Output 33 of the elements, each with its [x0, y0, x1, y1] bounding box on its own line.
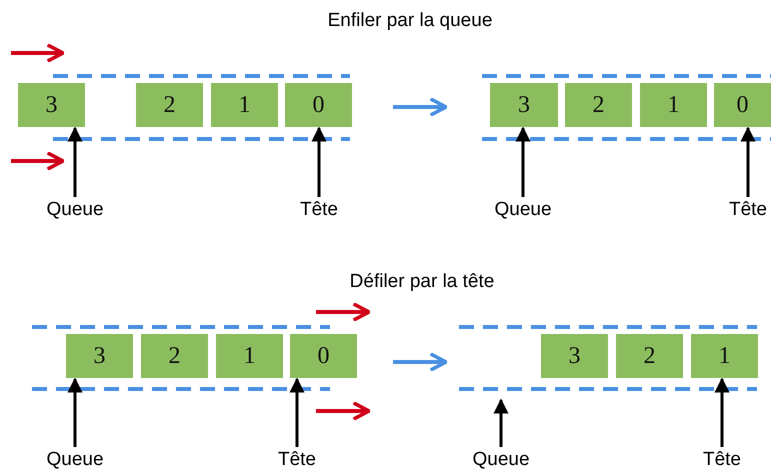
pointer-arrow — [290, 378, 304, 447]
queue-element: 1 — [691, 334, 758, 378]
queue-element: 3 — [541, 334, 608, 378]
queue-element: 2 — [616, 334, 683, 378]
pointer-label: Queue — [488, 199, 558, 221]
pointer-arrow — [68, 126, 82, 197]
queue-element: 0 — [290, 334, 357, 378]
queue-element: 1 — [211, 83, 278, 127]
queue-element: 0 — [714, 83, 771, 127]
queue-element: 2 — [136, 83, 203, 127]
heading: Défiler par la tête — [350, 271, 494, 293]
queue-element: 1 — [216, 334, 283, 378]
pointer-arrow — [494, 398, 508, 447]
pointer-arrow — [740, 126, 756, 197]
pointer-arrow — [714, 378, 730, 447]
pointer-label: Queue — [40, 199, 110, 221]
pointer-label: Tête — [275, 449, 319, 470]
queue-element: 3 — [66, 334, 133, 378]
queue-element: 0 — [285, 83, 352, 127]
queue-element: 2 — [141, 334, 208, 378]
heading: Enfiler par la queue — [328, 10, 492, 32]
pointer-label: Queue — [40, 449, 110, 470]
pointer-label: Tête — [700, 449, 744, 470]
pointer-arrow — [516, 126, 530, 197]
pointer-label: Tête — [297, 199, 341, 221]
pointer-arrow — [68, 378, 82, 447]
queue-element: 1 — [640, 83, 707, 127]
pointer-arrow — [312, 126, 326, 197]
pointer-label: Tête — [726, 199, 770, 221]
pointer-label: Queue — [466, 449, 536, 470]
queue-element: 3 — [490, 83, 558, 127]
queue-element: 2 — [565, 83, 632, 127]
queue-element: 3 — [18, 83, 85, 127]
